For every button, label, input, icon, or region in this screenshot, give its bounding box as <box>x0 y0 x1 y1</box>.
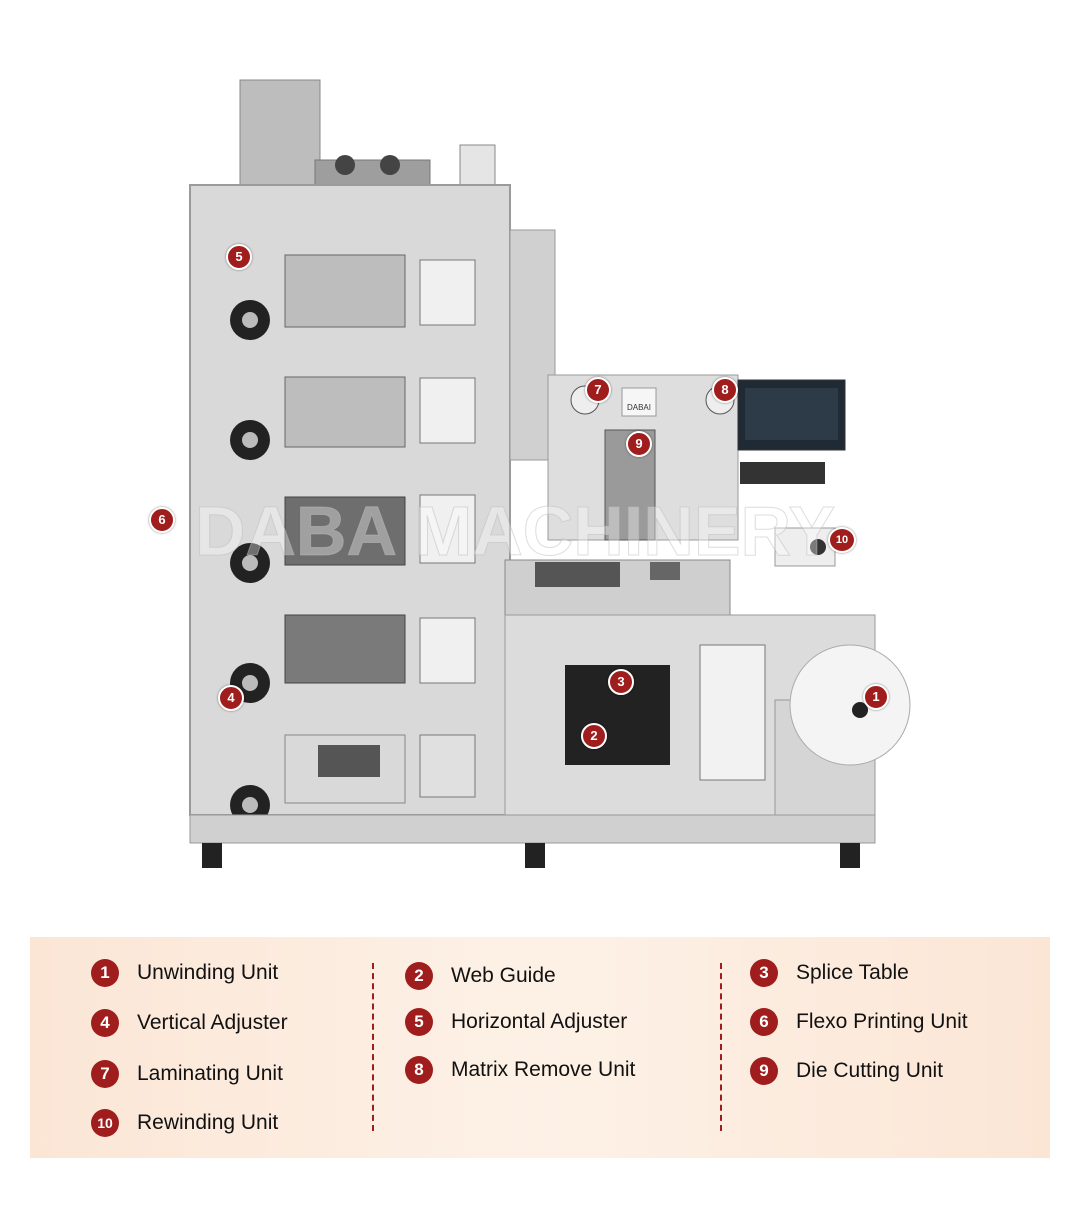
machine-illustration: DABAI DABA MACHINERY <box>189 79 911 868</box>
marker-8: 8 <box>712 377 738 403</box>
legend-item-horizontal-adjuster: 5 Horizontal Adjuster <box>405 1007 627 1037</box>
legend-badge: 5 <box>405 1008 433 1036</box>
legend-label: Splice Table <box>796 961 909 984</box>
legend-badge: 4 <box>91 1009 119 1037</box>
print-unit-windows <box>284 254 476 804</box>
legend-badge: 3 <box>750 959 778 987</box>
legend-divider <box>720 963 722 1131</box>
legend-label: Flexo Printing Unit <box>796 1010 968 1033</box>
legend-badge: 2 <box>405 962 433 990</box>
legend-item-vertical-adjuster: 4 Vertical Adjuster <box>91 1008 288 1038</box>
legend-label: Web Guide <box>451 964 556 987</box>
legend-item-matrix-remove-unit: 8 Matrix Remove Unit <box>405 1055 635 1085</box>
legend-badge: 6 <box>750 1008 778 1036</box>
legend-label: Horizontal Adjuster <box>451 1010 628 1033</box>
legend-label: Rewinding Unit <box>137 1111 279 1134</box>
legend-label: Die Cutting Unit <box>796 1059 944 1082</box>
machine-diagram: DABAI DABA MACHINERY 1 2 3 4 5 6 7 <box>149 79 911 868</box>
legend-badge: 1 <box>91 959 119 987</box>
legend-item-rewinding-unit: 10 Rewinding Unit <box>91 1108 278 1138</box>
legend-label: Unwinding Unit <box>137 961 279 984</box>
watermark: DABA MACHINERY <box>195 492 835 570</box>
legend-label: Matrix Remove Unit <box>451 1058 636 1081</box>
legend-item-flexo-printing-unit: 6 Flexo Printing Unit <box>750 1007 968 1037</box>
legend-item-die-cutting-unit: 9 Die Cutting Unit <box>750 1056 943 1086</box>
unwind-roll <box>789 644 911 766</box>
marker-4: 4 <box>218 685 244 711</box>
legend-badge: 8 <box>405 1056 433 1084</box>
svg-text:DABAI: DABAI <box>627 403 651 412</box>
legend-label: Vertical Adjuster <box>137 1011 288 1034</box>
legend-item-unwinding-unit: 1 Unwinding Unit <box>91 958 278 988</box>
legend-item-web-guide: 2 Web Guide <box>405 961 556 991</box>
legend-panel: 1 Unwinding Unit 2 Web Guide 3 Splice Ta… <box>30 937 1050 1158</box>
legend-badge: 9 <box>750 1057 778 1085</box>
marker-9: 9 <box>626 431 652 457</box>
marker-5: 5 <box>226 244 252 270</box>
marker-6: 6 <box>149 507 175 533</box>
legend-item-splice-table: 3 Splice Table <box>750 958 909 988</box>
machine-base <box>189 814 876 844</box>
legend-item-laminating-unit: 7 Laminating Unit <box>91 1059 283 1089</box>
legend-badge: 7 <box>91 1060 119 1088</box>
camera-mast <box>239 79 321 186</box>
marker-1: 1 <box>863 684 889 710</box>
marker-2: 2 <box>581 723 607 749</box>
marker-10: 10 <box>828 527 856 553</box>
marker-7: 7 <box>585 377 611 403</box>
legend-divider <box>372 963 374 1131</box>
legend-label: Laminating Unit <box>137 1062 283 1085</box>
marker-3: 3 <box>608 669 634 695</box>
legend-badge: 10 <box>91 1109 119 1137</box>
